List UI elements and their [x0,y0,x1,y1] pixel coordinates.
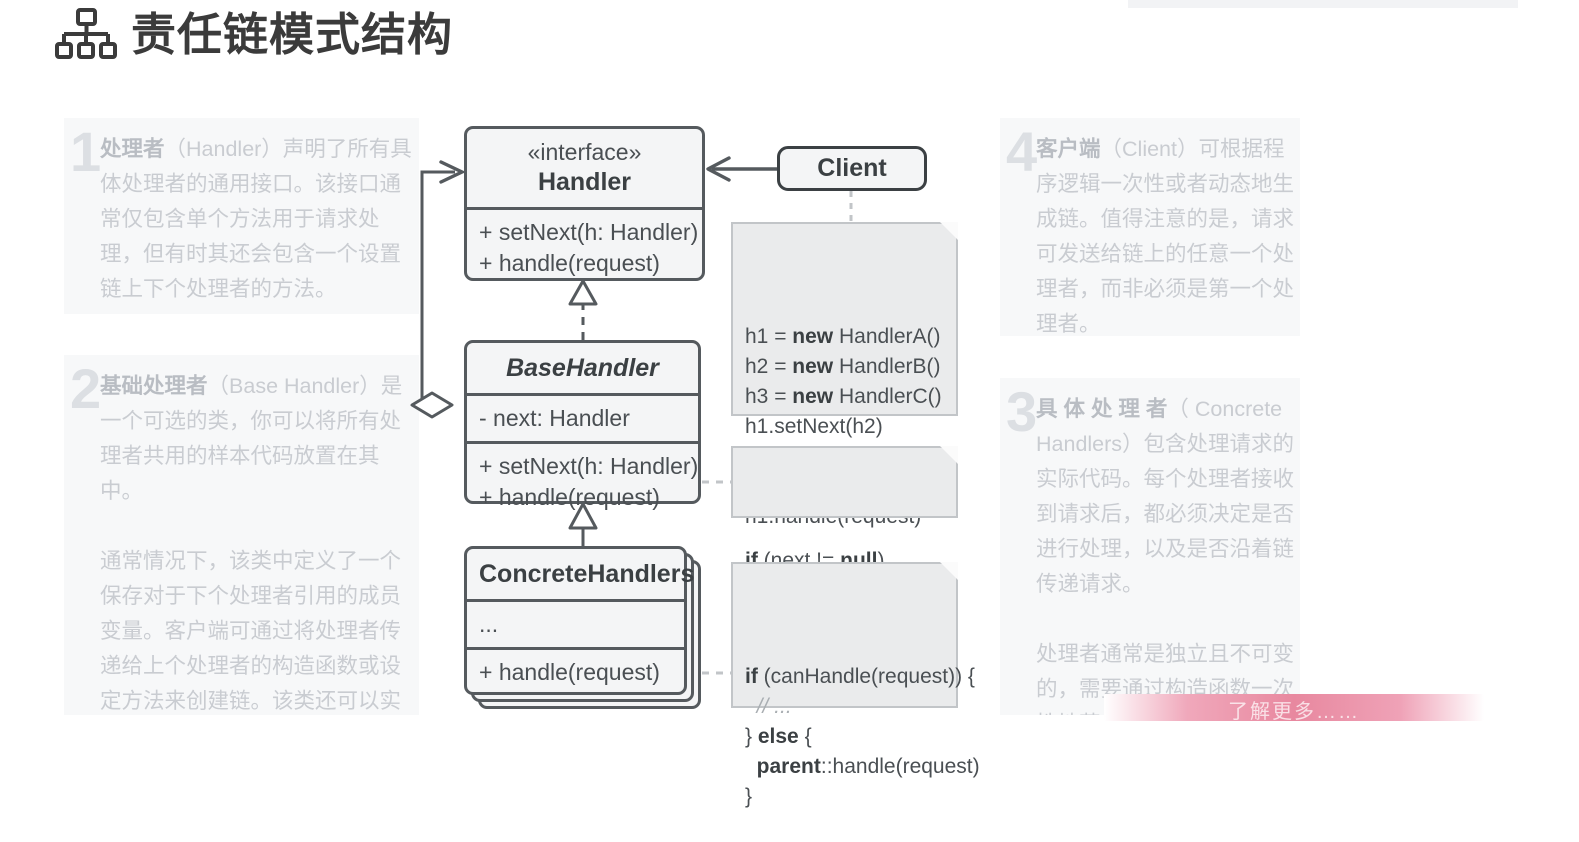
panel-term: 处理者 [100,137,165,161]
panel-number: 2 [70,357,102,420]
code-line: h2 = new HandlerB() [745,355,941,378]
concrete-handlers-methods-section: + handle(request) [467,647,684,695]
base-handler-method: + setNext(h: Handler) [479,453,699,479]
code-line: } else { [745,725,812,748]
handler-methods-section: + setNext(h: Handler) + handle(request) [467,206,702,286]
panel-term: 客户端 [1036,137,1101,161]
panel-number: 3 [1006,380,1038,443]
panel-paragraph: （Client）可根据程序逻辑一次性或者动态地生成链。值得注意的是，请求可发送给… [1036,137,1295,336]
note-fold-corner [940,222,958,240]
uml-class-concrete-handlers[interactable]: ConcreteHandlers ... + handle(request) [464,546,695,695]
code-line: h1.setNext(h2) [745,415,883,438]
code-line: h3 = new HandlerC() [745,385,942,408]
code-line: parent::handle(request) [756,755,980,778]
panel-text: 基础处理者（Base Handler）是一个可选的类，你可以将所有处理者共用的样… [100,369,415,509]
base-handler-name: BaseHandler [506,354,659,382]
uml-class-base-handler[interactable]: BaseHandler - next: Handler + setNext(h:… [464,340,701,510]
panel-text: 客户端（Client）可根据程序逻辑一次性或者动态地生成链。值得注意的是，请求可… [1036,132,1296,336]
panel-text: 具 体 处 理 者（ Concrete Handlers）包含处理请求的实际代码… [1036,392,1296,602]
handler-method: + handle(request) [479,249,660,276]
note-fold-corner [940,446,958,464]
code-line: // ... [745,695,792,718]
code-note-client: h1 = new HandlerA() h2 = new HandlerB() h3… [731,222,958,528]
handler-name: Handler [537,167,632,196]
explanation-panel-client: 4 客户端（Client）可根据程序逻辑一次性或者动态地生成链。值得注意的是，请… [1000,118,1300,336]
handler-title: «interface» Handler [467,129,702,207]
panel-text: 处理者（Handler）声明了所有具体处理者的通用接口。该接口通常仅包含单个方法… [100,132,415,307]
panel-number: 4 [1006,120,1038,183]
note-fold-corner [940,562,958,580]
realization-base-to-handler [568,279,598,340]
sitemap-icon [55,8,117,60]
panel-number: 1 [70,120,102,183]
panel-paragraph: （Base Handler）是一个可选的类，你可以将所有处理者共用的样本代码放置… [100,374,403,503]
explanation-panel-concrete-handlers: 3 具 体 处 理 者（ Concrete Handlers）包含处理请求的实际… [1000,378,1300,715]
uml-class-handler[interactable]: «interface» Handler + setNext(h: Handler… [464,126,705,281]
panel-term: 具 体 处 理 者 [1036,397,1168,421]
concrete-handlers-method: + handle(request) [479,659,660,685]
handler-stereotype: «interface» [527,139,642,165]
panel-paragraph: （Handler）声明了所有具体处理者的通用接口。该接口通常仅包含单个方法用于请… [100,137,412,301]
aggregation-base-to-handler [410,160,466,419]
concrete-handlers-attributes-section: ... [467,599,684,647]
base-handler-method: + handle(request) [479,484,660,510]
code-line: if (canHandle(request)) { [745,665,975,688]
uml-class-client[interactable]: Client [777,146,927,191]
base-handler-methods-section: + setNext(h: Handler) + handle(request) [467,441,698,520]
panel-paragraph: 通常情况下，该类中定义了一个保存对于下个处理者引用的成员变量。客户端可通过将处理… [100,549,402,713]
code-note-base-handler: if (next != null) next.handle(request) [731,446,958,602]
client-name: Client [817,154,887,182]
learn-more-banner[interactable]: 了解更多…… [1104,694,1484,723]
code-note-concrete-text: if (canHandle(request)) { // ... } else {… [745,662,980,812]
base-handler-attribute: - next: Handler [479,405,630,431]
explanation-panel-handler: 1 处理者（Handler）声明了所有具体处理者的通用接口。该接口通常仅包含单个… [64,118,419,314]
concrete-handlers-attribute: ... [479,611,499,637]
code-line: } [745,785,753,808]
association-client-to-handler [706,156,777,182]
top-edge-bar [1128,0,1518,8]
page-title: 责任链模式结构 [131,8,454,60]
code-note-concrete-handlers: if (canHandle(request)) { // ... } else {… [731,562,980,808]
learn-more-label: 了解更多…… [1228,701,1360,723]
concrete-handlers-name: ConcreteHandlers [479,560,695,588]
base-handler-attributes-section: - next: Handler [467,393,698,441]
panel-term: 基础处理者 [100,374,208,398]
handler-method: + setNext(h: Handler) [479,218,699,245]
page-header: 责任链模式结构 [55,8,453,60]
panel-paragraph: （ Concrete Handlers）包含处理请求的实际代码。每个处理者接收到… [1036,397,1295,596]
explanation-panel-base-handler: 2 基础处理者（Base Handler）是一个可选的类，你可以将所有处理者共用… [64,355,419,715]
code-line: h1 = new HandlerA() [745,325,941,348]
